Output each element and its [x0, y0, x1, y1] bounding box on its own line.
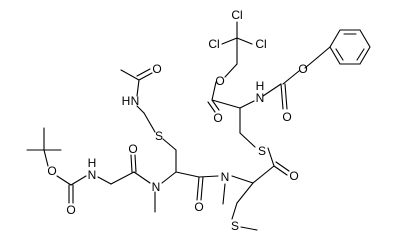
bond-ch2met-s	[231, 202, 238, 220]
bond-ccl-right	[236, 37, 253, 45]
phenyl-db-3	[335, 48, 344, 61]
atom-o-thioester: O	[289, 169, 298, 183]
bond-o-ccarbonyl	[211, 81, 217, 101]
atom-cl-left: Cl	[208, 37, 219, 51]
bond-acm-co-1	[138, 72, 153, 81]
bond-nh-cco	[262, 83, 282, 97]
bond-boc-c-o	[56, 175, 72, 186]
bond-ch2-s	[239, 132, 256, 148]
bond-ester-alpha	[211, 99, 241, 109]
bond-alpha-nh	[239, 100, 255, 109]
atom-o-boc-double: O	[66, 203, 75, 217]
bond-s-cthio	[267, 147, 275, 167]
atom-n-me-right: N	[221, 170, 230, 184]
bond-ch2-o	[224, 63, 238, 78]
bond-nmeleft-co	[133, 171, 151, 184]
atom-h-cbz: H	[256, 79, 265, 93]
bond-nhacm-cco	[136, 79, 140, 97]
bond-ch2acm-nh	[136, 105, 145, 114]
bond-co-alpha2	[175, 171, 200, 178]
bond-cys-co-2	[200, 176, 204, 201]
bond-cbz-co-2	[284, 83, 288, 110]
atom-h-acm: H	[122, 94, 131, 108]
bond-gly-co-2	[134, 154, 137, 173]
atom-n-boc: N	[88, 168, 97, 182]
bond-cthio-o-1	[273, 165, 288, 176]
bond-cbz-co-1	[280, 83, 284, 110]
bond-cys-co-1	[196, 176, 200, 201]
bond-cbz-c-o	[282, 70, 300, 85]
atom-cl-right: Cl	[255, 37, 266, 51]
atom-s-methyl: S	[231, 219, 239, 233]
bond-cthio-o-2	[275, 161, 290, 172]
bond-nhboc-cco	[70, 175, 87, 186]
atom-o-cbz-single: O	[298, 62, 307, 76]
atom-n-acm: N	[131, 94, 140, 108]
atom-o-cys: O	[194, 200, 203, 214]
bond-ch2-sleft	[162, 138, 177, 151]
atom-o-acetyl: O	[152, 62, 161, 76]
atom-h-boc: H	[88, 156, 97, 170]
phenyl-db-2	[356, 48, 365, 61]
bond-ester-co-1	[211, 99, 220, 111]
bond-nme-me	[222, 183, 226, 205]
bond-o-bn	[304, 57, 318, 69]
bond-bn-ph	[316, 46, 331, 59]
phenyl-ring	[329, 29, 371, 65]
bond-ester-co-2	[207, 101, 216, 113]
bond-nme-co	[198, 175, 219, 178]
bond-cthio-alpha	[252, 165, 275, 184]
bond-alpha-ch2-met	[236, 182, 254, 204]
bond-ch2-nhboc	[97, 176, 112, 185]
atom-o-boc-single: O	[47, 164, 56, 178]
bond-acm-co-2	[136, 68, 151, 77]
atom-n-me-left: N	[152, 180, 161, 194]
atom-o-gly: O	[128, 142, 137, 156]
atom-labels: Cl Cl Cl O O N H O O O N H S S S O O N H…	[47, 8, 307, 233]
atom-o-ester-single: O	[215, 74, 224, 88]
bond-sleft-ch2acm	[143, 112, 156, 133]
bond-acm-me	[120, 69, 140, 81]
atom-cl-top: Cl	[231, 8, 242, 22]
atom-o-cbz-double: O	[282, 110, 291, 124]
bond-gly-co-ch2	[110, 171, 135, 185]
bond-ccl-left	[221, 37, 238, 45]
bond-o-tbu	[43, 149, 49, 167]
atom-o-ester-double: O	[213, 111, 222, 125]
atom-s-thioester: S	[258, 144, 266, 158]
bond-alpha-nme	[231, 175, 254, 184]
bond-s-me	[240, 226, 258, 231]
atom-n-cbz: N	[256, 91, 265, 105]
atom-s-left: S	[155, 129, 163, 143]
bond-gly-co-1	[130, 154, 133, 173]
bonds	[26, 21, 371, 231]
bond-alpha2-nme	[161, 171, 177, 184]
